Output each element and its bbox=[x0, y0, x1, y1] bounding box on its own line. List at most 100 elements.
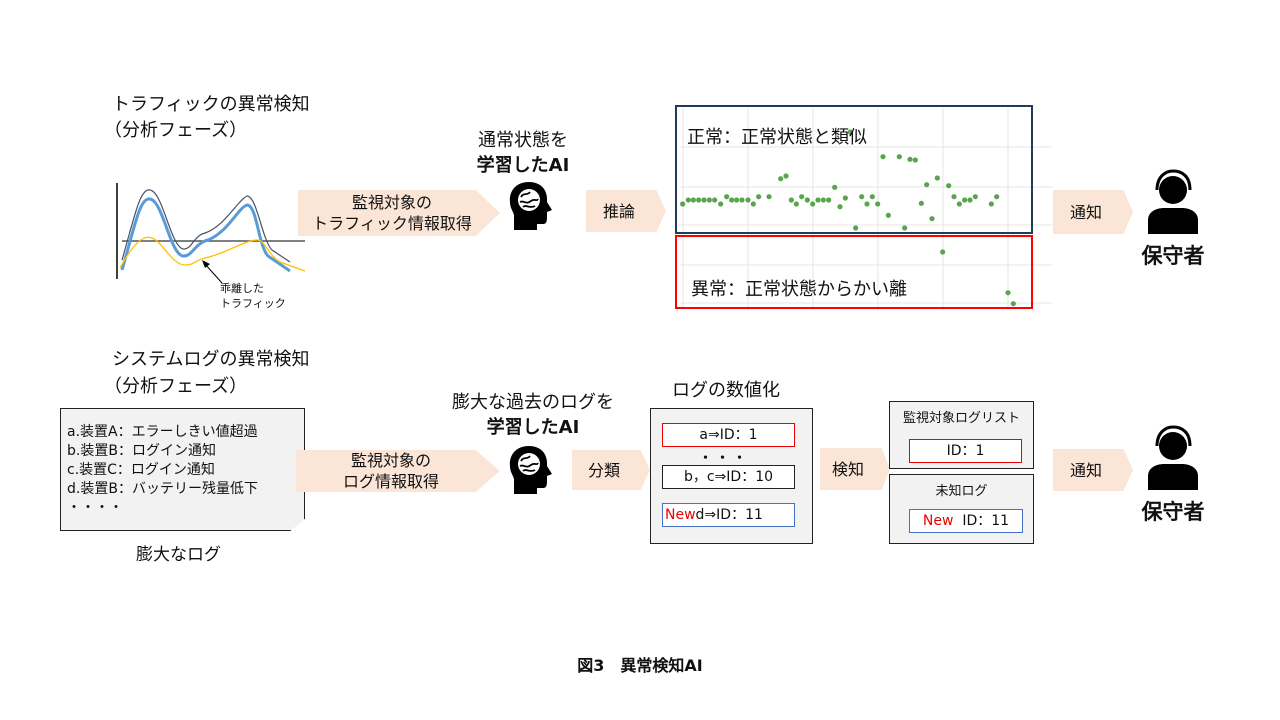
watch-list-title: 監視対象ログリスト bbox=[902, 411, 1020, 426]
log-caption: 膨大なログ bbox=[136, 545, 221, 565]
scatter-point bbox=[864, 201, 870, 207]
acquire-line1: 監視対象の bbox=[350, 451, 431, 470]
normal-traffic-line bbox=[120, 197, 291, 273]
id-bc-tag: b，c⇒ID：10 bbox=[662, 465, 795, 489]
ai-brain-head-icon bbox=[509, 446, 552, 494]
ai-line2: 学習したAI bbox=[476, 155, 570, 176]
scatter-point bbox=[766, 194, 772, 200]
acquire-line1: 監視対象の bbox=[351, 193, 432, 212]
anomaly-scatter bbox=[680, 108, 1052, 310]
operator-headset-icon bbox=[1148, 169, 1198, 234]
scatter-point bbox=[690, 197, 696, 203]
scatter-point bbox=[820, 197, 826, 203]
id-a-tag: a⇒ID：1 bbox=[662, 423, 795, 447]
syslog-title: システムログの異常検知 bbox=[112, 349, 310, 370]
scatter-point bbox=[972, 194, 978, 200]
scatter-point bbox=[994, 194, 1000, 200]
scatter-point bbox=[885, 212, 891, 218]
scatter-point bbox=[745, 197, 751, 203]
dots: ・・・ bbox=[699, 451, 751, 466]
scatter-point bbox=[940, 249, 946, 255]
operator-label: 保守者 bbox=[1141, 244, 1205, 268]
acquire-line2: ログ情報取得 bbox=[342, 472, 439, 491]
operator-top: 保守者 bbox=[1138, 168, 1208, 270]
scatter-point bbox=[962, 197, 968, 203]
log-line: a.装置A：エラーしきい値超過 bbox=[67, 424, 258, 440]
scatter-point bbox=[1010, 301, 1016, 307]
normal-region: 正常：正常状態と類似 bbox=[675, 105, 1033, 234]
scatter-point bbox=[810, 201, 816, 207]
scatter-point bbox=[934, 175, 940, 181]
numeric-box: a⇒ID：1 ・・・ b，c⇒ID：10 Newd⇒ID：11 bbox=[650, 408, 813, 544]
deviated-traffic-line bbox=[119, 236, 306, 272]
unknown-log-box: 未知ログ New ID：11 bbox=[889, 474, 1034, 544]
notify-arrow-top: 通知 bbox=[1053, 190, 1133, 234]
deviation-label: 乖離した トラフィック bbox=[220, 281, 286, 311]
detect-arrow: 検知 bbox=[820, 448, 890, 490]
scatter-point bbox=[696, 197, 702, 203]
scatter-point bbox=[724, 194, 730, 200]
traffic-ai-label: 通常状態を 学習したAI bbox=[460, 128, 586, 178]
scatter-point bbox=[951, 194, 957, 200]
traffic-phase: （分析フェーズ） bbox=[104, 120, 248, 141]
scatter-point bbox=[756, 194, 762, 200]
unknown-id: ID：11 bbox=[962, 513, 1010, 529]
figure-caption: 図3 異常検知AI bbox=[577, 656, 703, 675]
scatter-point bbox=[1005, 290, 1011, 296]
log-line: b.装置B：ログイン通知 bbox=[67, 443, 216, 459]
deviation-label-1: 乖離した bbox=[220, 282, 264, 295]
notify-arrow-bottom: 通知 bbox=[1053, 449, 1133, 491]
scatter-point bbox=[853, 225, 859, 231]
scatter-point bbox=[706, 197, 712, 203]
watch-list-box: 監視対象ログリスト ID：1 bbox=[889, 401, 1034, 469]
scatter-point bbox=[842, 195, 848, 201]
scatter-point bbox=[988, 201, 994, 207]
scatter-point bbox=[685, 197, 691, 203]
ai-line2: 学習したAI bbox=[486, 417, 580, 438]
syslog-ai-label: 膨大な過去のログを 学習したAI bbox=[430, 390, 636, 440]
log-line: ・・・・ bbox=[67, 500, 123, 516]
notify-label: 通知 bbox=[1069, 202, 1102, 222]
traffic-title: トラフィックの異常検知 bbox=[112, 94, 310, 115]
scatter-point bbox=[701, 197, 707, 203]
notify-label: 通知 bbox=[1069, 460, 1102, 480]
scatter-point bbox=[729, 197, 735, 203]
scatter-point bbox=[847, 129, 853, 135]
scatter-point bbox=[837, 204, 843, 210]
id-d-tag: Newd⇒ID：11 bbox=[662, 503, 795, 527]
unknown-id-tag: New ID：11 bbox=[909, 509, 1023, 533]
abnormal-region: 異常：正常状態からかい離 bbox=[675, 235, 1033, 309]
new-badge: New bbox=[922, 513, 954, 529]
scatter-point bbox=[778, 176, 784, 182]
scatter-point bbox=[804, 197, 810, 203]
log-document: a.装置A：エラーしきい値超過 b.装置B：ログイン通知 c.装置C：ログイン通… bbox=[60, 408, 305, 531]
scatter-point bbox=[929, 216, 935, 222]
log-line: c.装置C：ログイン通知 bbox=[67, 462, 215, 478]
classify-label: 分類 bbox=[587, 460, 620, 480]
scatter-point bbox=[924, 182, 930, 188]
id-d: d⇒ID：11 bbox=[695, 507, 763, 523]
scatter-point bbox=[859, 194, 865, 200]
deviation-arrow bbox=[204, 263, 223, 284]
scatter-point bbox=[875, 201, 881, 207]
scatter-point bbox=[880, 154, 886, 160]
scatter-point bbox=[712, 197, 718, 203]
operator-label: 保守者 bbox=[1141, 500, 1205, 524]
syslog-phase: （分析フェーズ） bbox=[104, 376, 248, 397]
classify-arrow: 分類 bbox=[572, 450, 650, 490]
scatter-point bbox=[734, 197, 740, 203]
deviation-label-2: トラフィック bbox=[220, 297, 286, 310]
scatter-point bbox=[918, 200, 924, 206]
scatter-point bbox=[956, 201, 962, 207]
ai-line1: 通常状態を bbox=[478, 130, 568, 151]
infer-arrow: 推論 bbox=[586, 190, 666, 232]
ai-brain-head-icon bbox=[509, 182, 552, 230]
scatter-point bbox=[902, 225, 908, 231]
scatter-point bbox=[912, 157, 918, 163]
scatter-point bbox=[907, 156, 913, 162]
scatter-point bbox=[783, 173, 789, 179]
arrow-head-icon bbox=[202, 260, 210, 268]
scatter-point bbox=[815, 197, 821, 203]
acquire-log-arrow: 監視対象の ログ情報取得 bbox=[296, 450, 500, 492]
abnormal-label: 異常：正常状態からかい離 bbox=[691, 279, 907, 300]
